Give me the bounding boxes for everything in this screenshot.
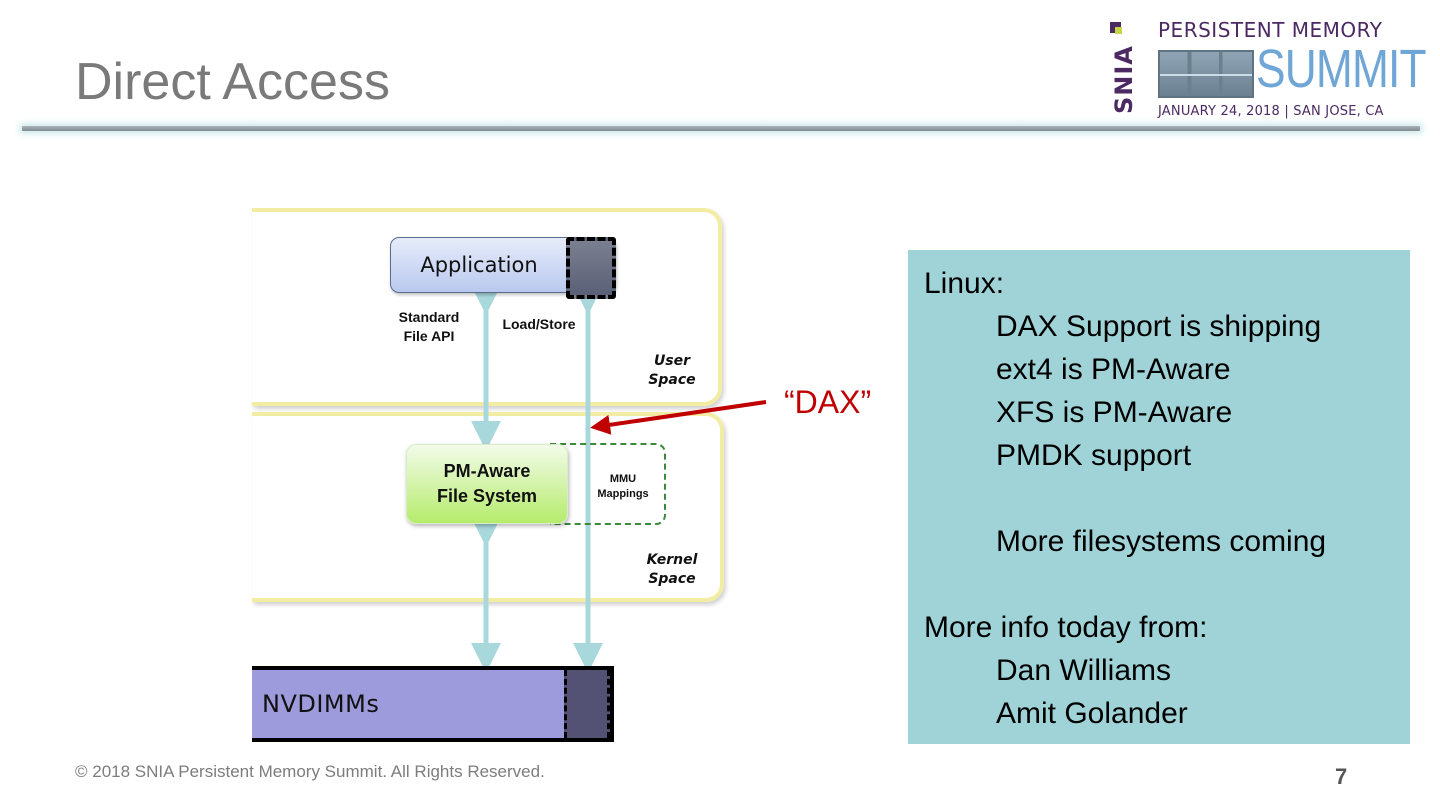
info-line: PMDK support: [996, 439, 1192, 472]
pm-block-icon: [1158, 50, 1254, 98]
info-line: Dan Williams: [996, 654, 1172, 687]
nvdimm-label: NVDIMMs: [262, 690, 380, 718]
info-line: [924, 563, 1410, 606]
info-line: XFS is PM-Aware: [996, 396, 1233, 429]
info-line: ext4 is PM-Aware: [996, 353, 1231, 386]
pm-aware-fs-box: PM-Aware File System: [406, 444, 568, 524]
logo-summit: SUMMIT: [1256, 39, 1427, 99]
copyright-footer: © 2018 SNIA Persistent Memory Summit. Al…: [75, 762, 545, 781]
info-line: More filesystems coming: [996, 525, 1327, 558]
standard-file-api-label: Standard File API: [398, 309, 460, 344]
title-divider: [22, 126, 1420, 131]
load-store-label: Load/Store: [502, 316, 576, 332]
info-line: More info today from:: [924, 611, 1208, 644]
dax-callout-label: “DAX”: [784, 384, 872, 420]
mmu-mappings-label: MMU Mappings: [597, 473, 649, 500]
pm-summit-logo: SNIA PERSISTENT MEMORY SUMMIT JANUARY 24…: [1108, 18, 1427, 124]
info-line: Amit Golander: [996, 697, 1188, 730]
info-line: DAX Support is shipping: [996, 310, 1322, 343]
info-line: [924, 477, 1410, 520]
nvdimm-box: NVDIMMs: [252, 666, 614, 742]
linux-info-box: Linux: DAX Support is shipping ext4 is PM-…: [908, 250, 1410, 744]
nvdimm-mapped-region: [564, 670, 610, 738]
kernel-space-label: Kernel Space: [646, 552, 698, 587]
mmu-mappings-box: [550, 443, 666, 525]
dax-callout-arrow: [590, 400, 767, 435]
user-space-label: User Space: [648, 353, 696, 388]
snia-square-icon: [1110, 22, 1122, 34]
application-label: Application: [420, 253, 538, 277]
application-mapped-region: [566, 237, 616, 299]
slide-title: Direct Access: [75, 53, 390, 111]
logo-date-location: JANUARY 24, 2018 | SAN JOSE, CA: [1158, 104, 1384, 119]
info-line: Linux:: [924, 267, 1005, 300]
logo-persistent-memory: PERSISTENT MEMORY: [1158, 18, 1383, 42]
page-number: 7: [1335, 764, 1348, 789]
